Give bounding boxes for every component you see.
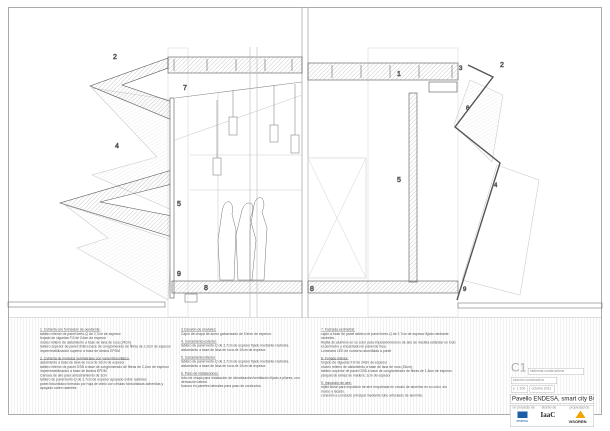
label-7: 7 bbox=[183, 85, 187, 92]
notes-area bbox=[9, 318, 601, 414]
label-1: 1 bbox=[397, 71, 401, 78]
label-5: 5 bbox=[177, 201, 181, 208]
category-field: sistemas constructivos bbox=[528, 368, 584, 375]
notes-column-1: 1. Cubierta con formación de pendiente: … bbox=[40, 328, 175, 394]
iaac-logo: IaaC bbox=[540, 411, 556, 420]
ceiling-line bbox=[174, 81, 303, 99]
left-section: 2 7 4 5 9 8 bbox=[7, 47, 303, 318]
label-8: 8 bbox=[310, 286, 314, 293]
label-5: 5 bbox=[397, 177, 401, 184]
roof-slab bbox=[307, 62, 459, 81]
interior-wall bbox=[408, 92, 418, 283]
label-2: 2 bbox=[113, 54, 117, 61]
visoren-logo-text: VISOREN bbox=[568, 419, 587, 425]
date-field: octubre 2011 bbox=[529, 385, 555, 393]
note-7: 7. Fachada perimetral:cajón a base de pa… bbox=[321, 328, 456, 353]
exterior-wall bbox=[169, 97, 175, 299]
note-8: 8. Forjado inferior:forjado de viguetas … bbox=[321, 356, 453, 378]
sheet-name-field: seccion constructiva bbox=[511, 377, 557, 384]
project-title: Pavello ENDESA, smart city BCN bbox=[510, 394, 594, 404]
pendant-lamps bbox=[212, 84, 300, 176]
note-4: 4. Cerramiento exterior:tablero de panel… bbox=[181, 339, 290, 353]
construction-section-drawing: 2 7 4 5 9 8 1 2 3 6 4 5 8 9 bbox=[7, 7, 603, 318]
label-9: 9 bbox=[177, 271, 181, 278]
gutter bbox=[428, 81, 458, 93]
right-section: 1 2 3 6 4 5 8 9 bbox=[307, 47, 603, 318]
title-block: C1 sistemas constructivos seccion constr… bbox=[508, 360, 608, 430]
notes-column-2: 3.Canalón de pluviales:Cajón de chapa de… bbox=[181, 328, 316, 392]
floor-slab bbox=[171, 280, 303, 294]
credit-owner-label: propiedad de bbox=[569, 406, 590, 410]
facade-panels bbox=[454, 64, 501, 301]
credit-design-label: diseño de bbox=[541, 406, 557, 410]
note-5: 5. Cerramiento interior:tablero de panel… bbox=[181, 355, 290, 369]
drawing-frame bbox=[8, 7, 602, 415]
label-3: 3 bbox=[459, 66, 463, 72]
label-2: 2 bbox=[500, 62, 504, 69]
endesa-logo-text: endesa bbox=[516, 419, 528, 424]
note-6: 6. Paso de instalaciones:tubo de chapa p… bbox=[181, 371, 300, 389]
air-duct bbox=[184, 293, 198, 303]
label-9: 9 bbox=[463, 287, 467, 293]
people-silhouettes bbox=[217, 197, 268, 281]
notes-column-3: 7. Fachada perimetral:cajón a base de pa… bbox=[321, 328, 456, 401]
credit-project-label: un proyecto de bbox=[512, 406, 535, 410]
sheet-code: C1 bbox=[511, 361, 527, 375]
exterior-deck bbox=[457, 302, 603, 309]
note-3: 3.Canalón de pluviales:Cajón de chapa de… bbox=[181, 328, 272, 336]
note-2: 2. Cubierta de módulos perimetrales con … bbox=[40, 356, 169, 390]
label-4: 4 bbox=[494, 183, 498, 189]
label-8: 8 bbox=[204, 285, 208, 292]
exterior-deck bbox=[7, 301, 166, 308]
label-6: 6 bbox=[466, 106, 470, 112]
roof-slab bbox=[167, 56, 303, 74]
visoren-logo bbox=[575, 410, 586, 418]
label-4: 4 bbox=[115, 143, 119, 150]
credits-box: un proyecto de diseño de propiedad de en… bbox=[510, 405, 594, 427]
endesa-logo bbox=[517, 411, 528, 418]
scale-field: e. 1:100 bbox=[511, 385, 528, 393]
note-1: 1. Cubierta con formación de pendiente: … bbox=[40, 328, 171, 353]
solar-fin-shadow-lower bbox=[64, 204, 173, 301]
note-9: 9. Impulsión de aire:rejilla lineal para… bbox=[321, 381, 447, 398]
floor-slab bbox=[307, 280, 459, 294]
